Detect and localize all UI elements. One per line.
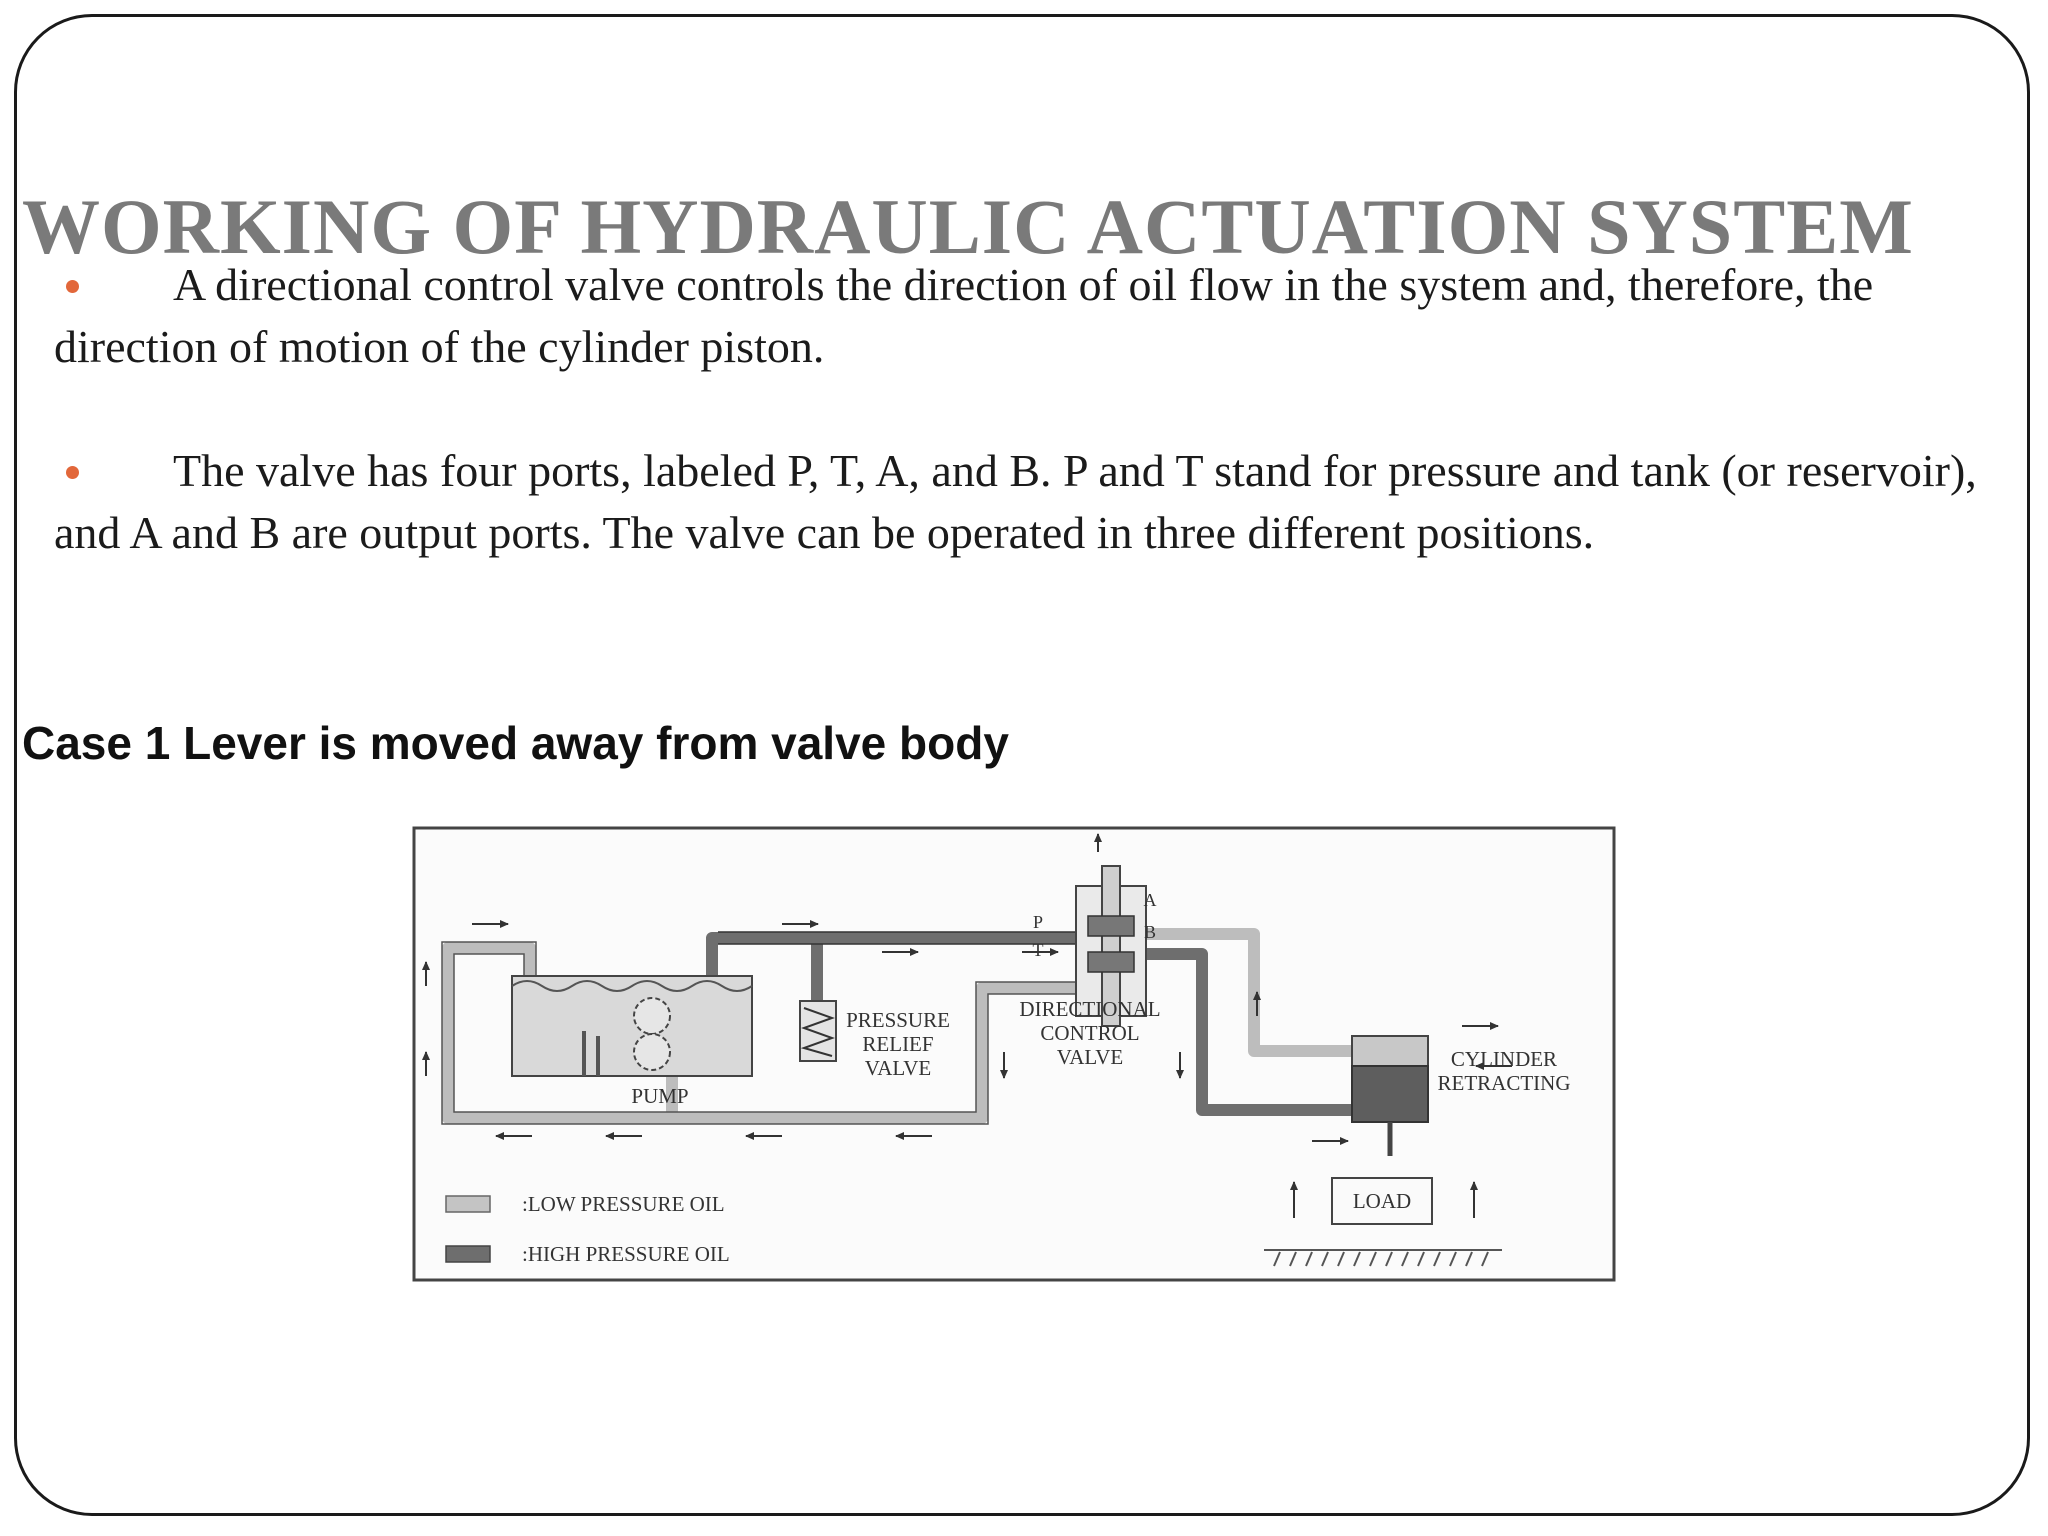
case-label: Case 1 Lever is moved away from valve bo… (22, 717, 1009, 769)
label-port-b: B (1144, 922, 1156, 942)
label-cylinder-1: CYLINDER (1451, 1047, 1557, 1071)
label-pressure-relief-1: PRESSURE (846, 1008, 950, 1032)
load-box (1331, 1177, 1433, 1225)
pressure-relief-valve (799, 1000, 837, 1062)
reservoir-tank (511, 975, 753, 1077)
legend-label-high-pressure: :HIGH PRESSURE OIL (522, 1242, 730, 1266)
label-dcv-3: VALVE (1057, 1045, 1124, 1069)
ground-hatching (1264, 1249, 1502, 1267)
bullet-text-1: A directional control valve controls the… (54, 259, 1874, 372)
legend-swatch-high-pressure (445, 1245, 491, 1263)
slide-title: WORKING OF HYDRAULIC ACTUATION SYSTEM (22, 183, 1914, 270)
hydraulic-circuit-diagram: PUMP PRESSURE RELIEF VALVE DIRECTIONAL C… (412, 826, 1616, 1282)
label-load: LOAD (1353, 1189, 1411, 1213)
hydraulic-cylinder (1351, 1035, 1429, 1156)
flow-arrows (422, 833, 1512, 1218)
bullet-paragraph-2: The valve has four ports, labeled P, T, … (54, 440, 2004, 564)
label-pressure-relief-3: VALVE (865, 1056, 932, 1080)
pump-gears (633, 997, 671, 1071)
label-dcv-1: DIRECTIONAL (1019, 997, 1160, 1021)
legend-label-low-pressure: :LOW PRESSURE OIL (522, 1192, 725, 1216)
label-cylinder-2: RETRACTING (1438, 1071, 1571, 1095)
high-pressure-pipe-outline (718, 931, 1102, 945)
legend-swatch-low-pressure (445, 1195, 491, 1213)
label-pressure-relief-2: RELIEF (862, 1032, 933, 1056)
low-pressure-pipe-outline (441, 941, 1102, 1125)
label-port-p: P (1033, 912, 1043, 932)
label-port-t: T (1033, 940, 1044, 960)
directional-control-valve (1075, 865, 1147, 1027)
bullet-paragraph-1: A directional control valve controls the… (54, 254, 1954, 378)
label-dcv-2: CONTROL (1040, 1021, 1139, 1045)
bullet-text-2: The valve has four ports, labeled P, T, … (54, 445, 1977, 558)
bullet-dot-2 (66, 465, 79, 479)
label-pump: PUMP (631, 1084, 688, 1108)
bullet-dot-1 (66, 279, 79, 293)
label-port-a: A (1144, 890, 1157, 910)
